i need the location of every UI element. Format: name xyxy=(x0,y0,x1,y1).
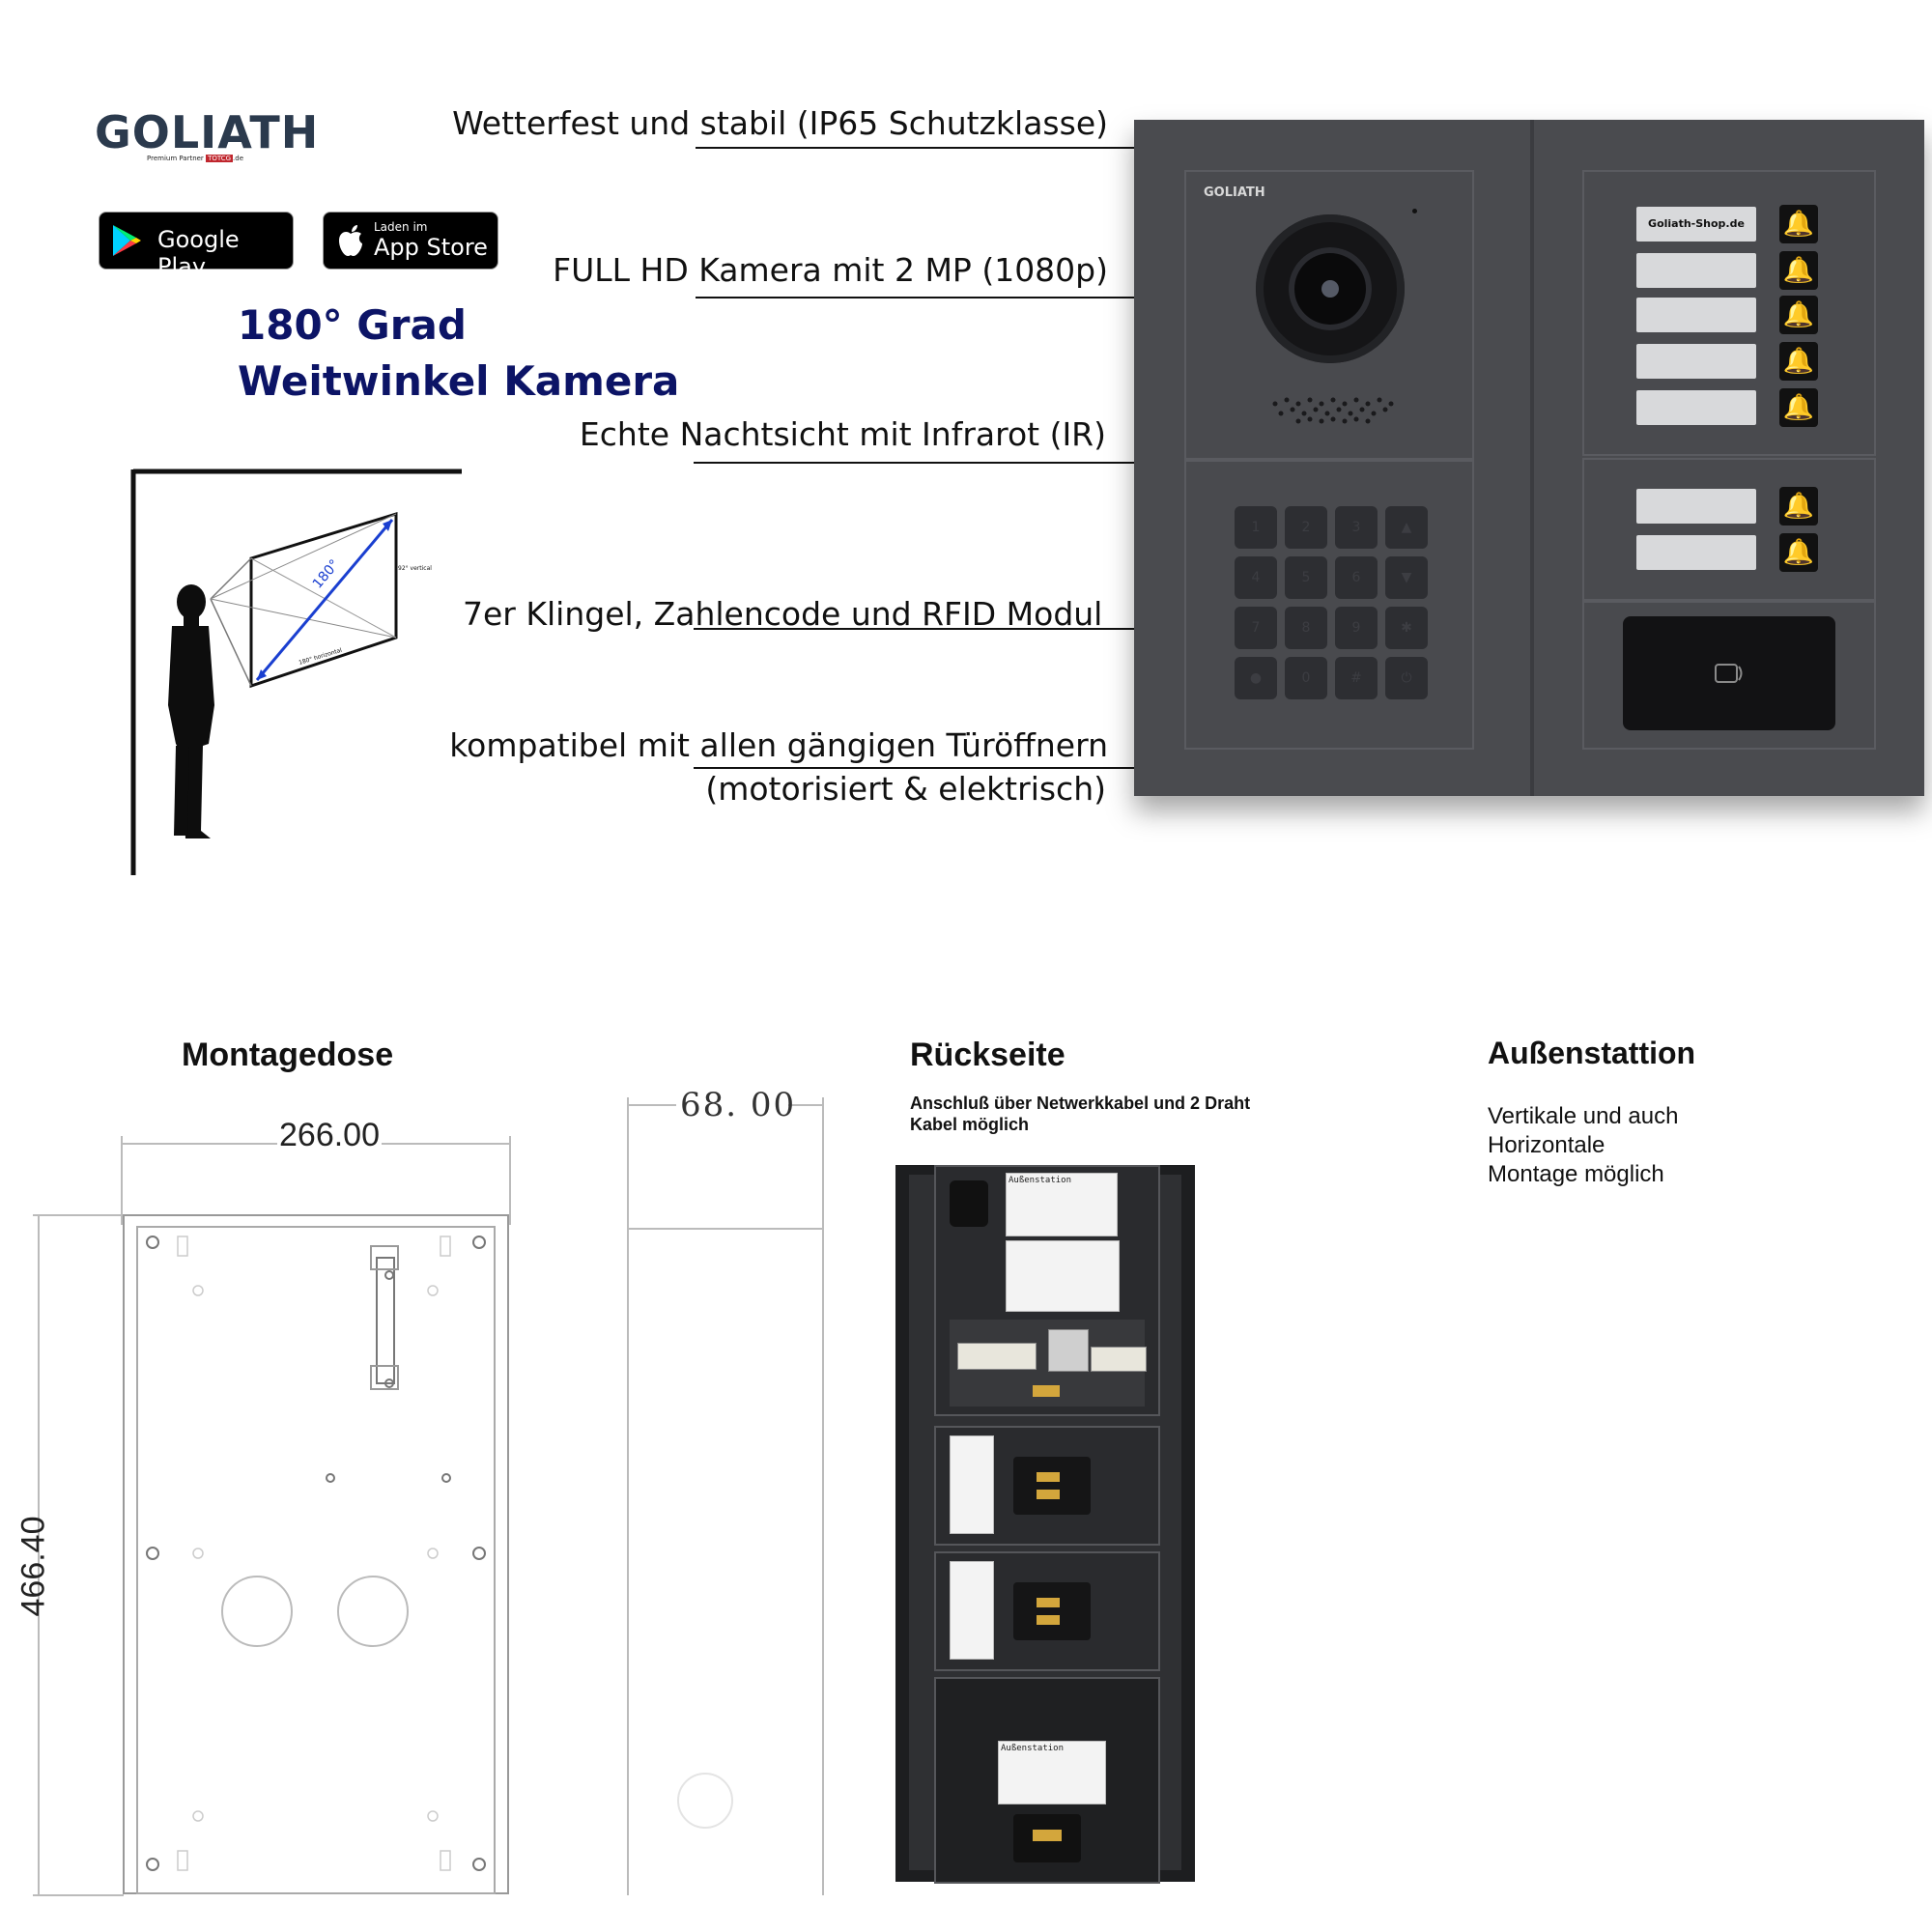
rfid-reader[interactable] xyxy=(1623,616,1835,730)
keypad-key[interactable]: 2 xyxy=(1285,506,1327,549)
feature-nightvision: Echte Nachtsicht mit Infrarot (IR) xyxy=(579,415,1106,453)
back-photo: Außenstation Außenstation xyxy=(895,1165,1195,1884)
back-module-rfid: Außenstation xyxy=(934,1677,1160,1884)
rueckseite-subtitle-2: Kabel möglich xyxy=(910,1115,1030,1134)
feature-weatherproof: Wetterfest und stabil (IP65 Schutzklasse… xyxy=(452,104,1108,142)
mounting-box-side xyxy=(627,1097,824,1895)
callout-line xyxy=(694,628,1134,630)
rfid-module xyxy=(1582,601,1876,750)
nameplate-7 xyxy=(1636,535,1756,570)
callout-line xyxy=(694,462,1134,464)
device-divider xyxy=(1530,120,1534,796)
callout-line xyxy=(696,297,1134,298)
callout-line xyxy=(696,147,1134,149)
bell-button[interactable]: 🔔 xyxy=(1779,205,1818,243)
camera-lens xyxy=(1256,214,1405,363)
back-module-bells xyxy=(934,1426,1160,1546)
bell-module-2: 🔔 🔔 xyxy=(1582,458,1876,601)
google-play-icon xyxy=(113,225,141,256)
bell-button[interactable]: 🔔 xyxy=(1779,251,1818,290)
aussenstation-line2: Horizontale xyxy=(1488,1132,1605,1158)
wide-angle-diagram: 180° 92° vertical 180° horizontal xyxy=(130,469,462,875)
dim-width: 266.00 xyxy=(277,1117,382,1154)
keypad-key[interactable]: 0 xyxy=(1285,657,1327,699)
goliath-logo: GOLIATH xyxy=(95,106,320,158)
camera-module: GOLIATH xyxy=(1184,170,1474,460)
montagedose-title: Montagedose xyxy=(182,1037,394,1073)
bell-module-5: Goliath-Shop.de 🔔 🔔 🔔 🔔 🔔 xyxy=(1582,170,1876,456)
aussenstation-title: Außenstattion xyxy=(1488,1036,1696,1070)
vertical-label: 92° vertical xyxy=(398,565,432,572)
keypad-key[interactable]: ▼ xyxy=(1385,556,1428,599)
google-play-badge[interactable]: Google Play xyxy=(99,212,294,280)
keypad-key[interactable]: ▲ xyxy=(1385,506,1428,549)
angle-label: 180° xyxy=(310,556,343,591)
keypad-key[interactable]: 4 xyxy=(1235,556,1277,599)
terminal-block xyxy=(1091,1347,1147,1372)
back-module-camera: Außenstation xyxy=(934,1165,1160,1416)
dim-height: 466.40 xyxy=(14,1516,52,1617)
bell-button[interactable]: 🔔 xyxy=(1779,296,1818,334)
rfid-icon xyxy=(1715,664,1743,683)
rueckseite-subtitle-1: Anschluß über Netwerkkabel und 2 Draht xyxy=(910,1094,1251,1113)
keypad-key[interactable]: 3 xyxy=(1335,506,1378,549)
device-brand: GOLIATH xyxy=(1204,185,1265,200)
ir-sensor xyxy=(1412,209,1417,213)
angle-arrow xyxy=(255,519,394,681)
rueckseite-title: Rückseite xyxy=(910,1037,1065,1073)
callout-line xyxy=(694,767,1134,769)
terminal-block xyxy=(957,1343,1037,1370)
nameplate-4 xyxy=(1636,344,1756,379)
bell-button[interactable]: 🔔 xyxy=(1779,533,1818,572)
feature-compatible-note: (motorisiert & elektrisch) xyxy=(705,770,1106,808)
keypad-key[interactable]: 9 xyxy=(1335,607,1378,649)
person-silhouette xyxy=(168,584,214,838)
aussenstation-line3: Montage möglich xyxy=(1488,1161,1664,1187)
nameplate-2 xyxy=(1636,253,1756,288)
app-store-badge[interactable]: Laden im App Store xyxy=(323,212,498,270)
back-label: Außenstation xyxy=(1006,1173,1118,1236)
keypad-key[interactable]: 5 xyxy=(1285,556,1327,599)
headline-line1: 180° Grad xyxy=(238,301,467,349)
bell-button[interactable]: 🔔 xyxy=(1779,388,1818,427)
speaker-grille xyxy=(1272,397,1394,424)
keypad-key[interactable]: ⏻ xyxy=(1385,657,1428,699)
nameplate-1: Goliath-Shop.de xyxy=(1636,207,1756,242)
keypad-key[interactable]: # xyxy=(1335,657,1378,699)
aussenstation-line1: Vertikale und auch xyxy=(1488,1103,1679,1129)
nameplate-3 xyxy=(1636,298,1756,332)
partner-text: Premium Partner TOTCG.de xyxy=(147,155,244,162)
feature-compatible: kompatibel mit allen gängigen Türöffnern xyxy=(449,726,1108,764)
bell-button[interactable]: 🔔 xyxy=(1779,342,1818,381)
headline-line2: Weitwinkel Kamera xyxy=(238,357,680,405)
mounting-box-drawing xyxy=(33,1136,511,1896)
keypad-key[interactable]: 6 xyxy=(1335,556,1378,599)
keypad-key[interactable]: 1 xyxy=(1235,506,1277,549)
network-label xyxy=(1006,1240,1120,1312)
dim-depth: 68. 00 xyxy=(680,1086,797,1124)
back-module-bells xyxy=(934,1551,1160,1671)
feature-modules: 7er Klingel, Zahlencode und RFID Modul xyxy=(463,595,1103,633)
bell-button[interactable]: 🔔 xyxy=(1779,487,1818,526)
keypad-key[interactable]: 7 xyxy=(1235,607,1277,649)
nameplate-6 xyxy=(1636,489,1756,524)
nameplate-5 xyxy=(1636,390,1756,425)
rj45-port xyxy=(1048,1329,1089,1372)
feature-camera: FULL HD Kamera mit 2 MP (1080p) xyxy=(553,251,1108,289)
keypad-key[interactable]: ● xyxy=(1235,657,1277,699)
keypad-key[interactable]: ✱ xyxy=(1385,607,1428,649)
keypad-key[interactable]: 8 xyxy=(1285,607,1327,649)
apple-icon xyxy=(339,225,362,256)
